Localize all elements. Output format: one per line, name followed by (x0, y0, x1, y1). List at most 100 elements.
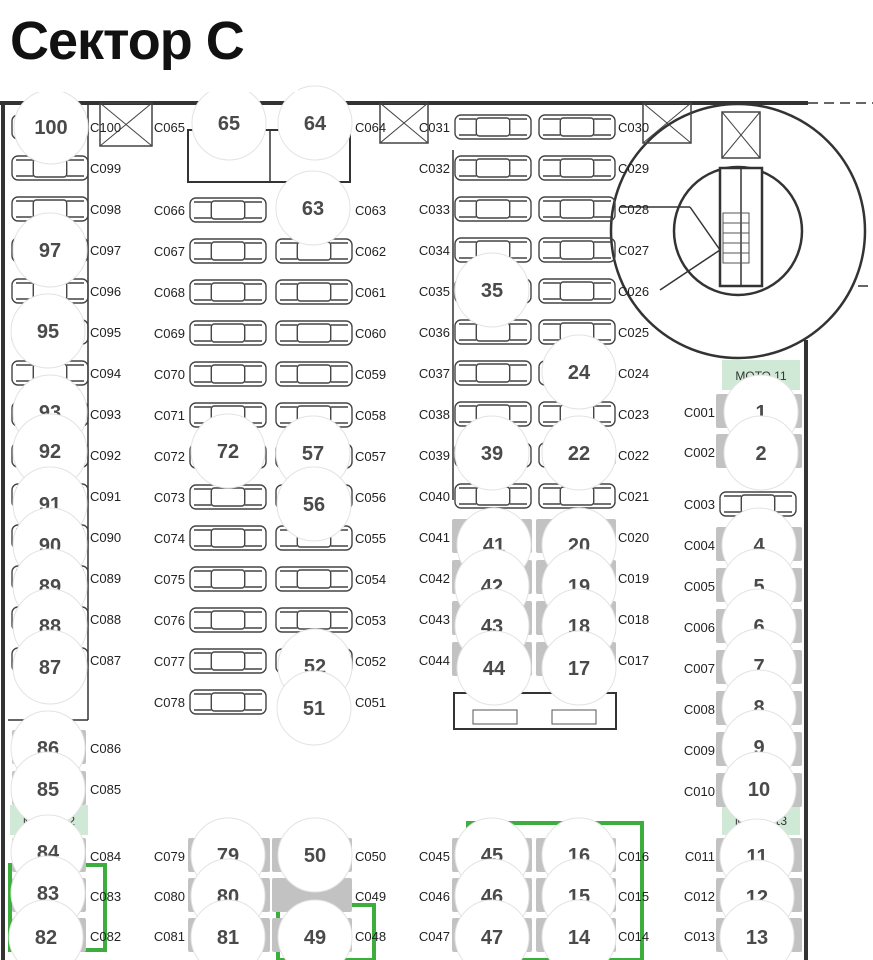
car-icon (538, 114, 616, 140)
spot-badge-circle (190, 413, 266, 489)
spot-badge-circle (8, 899, 84, 960)
spot-badge[interactable]: 87 (12, 629, 88, 705)
spot-code: C092 (90, 448, 121, 463)
spot-badge[interactable]: 95 (10, 293, 86, 369)
spot-code: C072 (154, 449, 185, 464)
spot-code: C046 (419, 889, 450, 904)
spot-code: C064 (355, 120, 386, 135)
spot-code: C020 (618, 530, 649, 545)
spot-badge[interactable]: 2 (723, 415, 799, 491)
spot-code: C088 (90, 612, 121, 627)
car-icon (189, 484, 267, 510)
spot-badge-number: 51 (303, 698, 325, 720)
spot-badge[interactable]: 17 (541, 630, 617, 706)
spot-badge[interactable]: 92 (12, 413, 88, 489)
spot-badge[interactable]: 81 (190, 899, 266, 960)
spot-code: C036 (419, 325, 450, 340)
spot-badge-number: 57 (302, 443, 324, 465)
spot-code: C050 (355, 849, 386, 864)
spot-badge[interactable]: 64 (277, 85, 353, 161)
spot-badge[interactable]: 49 (277, 899, 353, 960)
spot-code: C047 (419, 929, 450, 944)
spot-badge[interactable]: 39 (454, 415, 530, 491)
spot-badge-number: 2 (755, 443, 766, 465)
spot-badge[interactable]: 51 (276, 670, 352, 746)
spot-badge-number: 35 (481, 280, 503, 302)
spot-code: C016 (618, 849, 649, 864)
spot-badge[interactable]: 14 (541, 899, 617, 960)
spot-badge[interactable]: 35 (454, 252, 530, 328)
spot-badge-circle (10, 293, 86, 369)
spot-code: C078 (154, 695, 185, 710)
spot-code: C058 (355, 408, 386, 423)
spot-codes-layer: C100C099C098C097C096C095C094C093C092C091… (90, 120, 715, 944)
spot-code: C021 (618, 489, 649, 504)
car-icon (538, 155, 616, 181)
car-icon (189, 320, 267, 346)
spot-code: C015 (618, 889, 649, 904)
spot-badge-circle (456, 630, 532, 706)
car-icon (275, 607, 353, 633)
spot-badge[interactable]: 47 (454, 899, 530, 960)
spot-badge-circle (719, 899, 795, 960)
spot-badge[interactable]: 44 (456, 630, 532, 706)
spot-code: C005 (684, 579, 715, 594)
spot-badge[interactable]: 63 (275, 170, 351, 246)
spot-badge-number: 56 (303, 494, 325, 516)
spot-code: C082 (90, 929, 121, 944)
spot-badge-circle (277, 85, 353, 161)
spot-code: C081 (154, 929, 185, 944)
spot-code: C063 (355, 203, 386, 218)
spot-badge[interactable]: 13 (719, 899, 795, 960)
spot-code: C080 (154, 889, 185, 904)
car-icon (538, 278, 616, 304)
car-icon (275, 320, 353, 346)
spot-badge[interactable]: 22 (541, 415, 617, 491)
spot-code: C034 (419, 243, 450, 258)
spot-code: C100 (90, 120, 121, 135)
spot-code: C057 (355, 449, 386, 464)
spot-code: C060 (355, 326, 386, 341)
spot-badge[interactable]: 85 (10, 751, 86, 827)
spot-code: C031 (419, 120, 450, 135)
spot-badge-number: 39 (481, 443, 503, 465)
spot-badge-circle (12, 212, 88, 288)
spot-badge-number: 13 (746, 927, 768, 949)
spot-badge[interactable]: 65 (191, 85, 267, 161)
spot-badge-circle (723, 415, 799, 491)
spot-badge[interactable]: 82 (8, 899, 84, 960)
car-icon (538, 196, 616, 222)
spot-code: C099 (90, 161, 121, 176)
ramp (609, 102, 867, 360)
spot-badge[interactable]: 72 (190, 413, 266, 489)
spot-badge-number: 9 (753, 737, 764, 759)
car-icon (189, 525, 267, 551)
spot-code: C083 (90, 889, 121, 904)
spot-code: C076 (154, 613, 185, 628)
spot-badge-number: 85 (37, 779, 59, 801)
spot-badge-number: 1 (755, 402, 766, 424)
spot-code: C022 (618, 448, 649, 463)
spot-badge[interactable]: 56 (276, 466, 352, 542)
spot-badge[interactable]: 24 (541, 334, 617, 410)
spot-code: C093 (90, 407, 121, 422)
spot-badge-number: 44 (483, 658, 506, 680)
spot-badge[interactable]: 10 (721, 751, 797, 827)
spot-badge-number: 100 (34, 117, 67, 139)
car-icon (189, 689, 267, 715)
spot-code: C037 (419, 366, 450, 381)
spot-code: C067 (154, 244, 185, 259)
spot-code: C010 (684, 784, 715, 799)
spot-code: C027 (618, 243, 649, 258)
spot-badge-circle (454, 899, 530, 960)
spot-badge-circle (541, 899, 617, 960)
spot-code: C011 (685, 849, 715, 864)
spot-code: C039 (419, 448, 450, 463)
spot-badge[interactable]: 100 (13, 89, 89, 165)
spot-badge[interactable]: 97 (12, 212, 88, 288)
spot-badge[interactable]: 50 (277, 817, 353, 893)
spot-code: C056 (355, 490, 386, 505)
spot-badge-circle (541, 334, 617, 410)
